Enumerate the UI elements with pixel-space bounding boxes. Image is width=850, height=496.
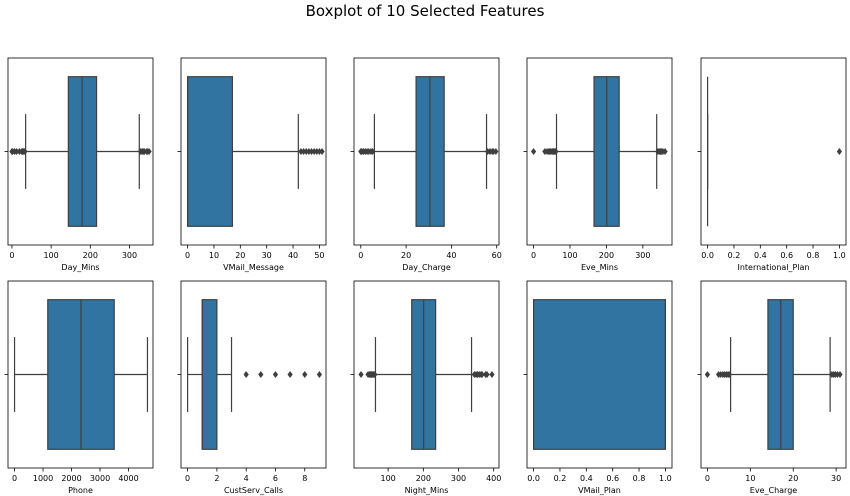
x-tick-label: 300	[635, 251, 650, 260]
x-axis-label: VMail_Plan	[578, 486, 621, 495]
x-tick-label: 0	[531, 251, 536, 260]
iqr-box	[186, 76, 234, 227]
x-axis-label: International_Plan	[737, 263, 809, 272]
iqr-box	[532, 299, 667, 450]
x-tick-label: 0.4	[754, 251, 767, 260]
outlier-point	[369, 148, 376, 155]
outlier-point	[837, 371, 843, 378]
x-tick-label: 10	[745, 474, 755, 483]
outlier-point	[22, 148, 28, 155]
x-axis-label: VMail_Message	[223, 263, 284, 272]
outlier-point	[493, 148, 499, 155]
x-tick-label: 0	[185, 251, 190, 260]
x-tick-label: 300	[122, 251, 137, 260]
outlier-point	[704, 371, 711, 378]
x-axis-label: Day_Mins	[61, 263, 99, 272]
outlier-point	[146, 148, 152, 155]
x-tick-label: 0.8	[807, 251, 820, 260]
outlier-point	[484, 371, 490, 378]
x-tick-label: 50	[314, 251, 324, 260]
x-tick-label: 0	[358, 251, 363, 260]
x-tick-label: 60	[492, 251, 502, 260]
x-tick-label: 3000	[90, 474, 110, 483]
outlier-point	[316, 371, 323, 378]
outlier-point	[319, 148, 325, 155]
outlier-point	[243, 371, 249, 378]
x-tick-label: 100	[43, 251, 58, 260]
chart-title: Boxplot of 10 Selected Features	[305, 2, 545, 20]
outlier-point	[836, 148, 843, 155]
x-tick-label: 6	[273, 474, 278, 483]
outlier-point	[302, 371, 308, 378]
x-tick-label: 40	[446, 251, 456, 260]
x-tick-label: 40	[288, 251, 298, 260]
x-tick-label: 100	[380, 474, 395, 483]
outlier-point	[479, 371, 485, 378]
outlier-point	[372, 371, 378, 378]
x-axis-label: Eve_Charge	[750, 486, 797, 495]
iqr-box	[201, 299, 218, 450]
outlier-point	[553, 148, 559, 155]
x-tick-label: 300	[451, 474, 466, 483]
x-tick-label: 0.6	[780, 251, 793, 260]
x-tick-label: 0	[705, 474, 710, 483]
axes-frame	[700, 57, 847, 246]
outlier-point	[530, 148, 537, 155]
x-tick-label: 8	[302, 474, 307, 483]
x-tick-label: 0	[9, 251, 14, 260]
x-tick-label: 0.0	[701, 251, 714, 260]
x-tick-label: 20	[401, 251, 411, 260]
x-tick-label: 20	[788, 474, 798, 483]
x-tick-label: 30	[262, 251, 272, 260]
x-tick-label: 1000	[33, 474, 53, 483]
x-tick-label: 200	[416, 474, 431, 483]
outlier-point	[287, 371, 293, 378]
x-tick-label: 0.4	[580, 474, 593, 483]
outlier-point	[726, 371, 732, 378]
x-tick-label: 200	[83, 251, 98, 260]
x-tick-label: 200	[599, 251, 614, 260]
x-tick-label: 20	[235, 251, 245, 260]
x-tick-label: 1.0	[659, 474, 672, 483]
x-tick-label: 1.0	[833, 251, 846, 260]
x-tick-label: 0.2	[554, 474, 567, 483]
x-tick-label: 0.2	[728, 251, 741, 260]
x-tick-label: 0.8	[633, 474, 646, 483]
x-tick-label: 4	[244, 474, 249, 483]
x-tick-label: 400	[486, 474, 501, 483]
x-tick-label: 0	[185, 474, 190, 483]
x-axis-label: Phone	[68, 486, 93, 495]
outlier-point	[489, 371, 495, 378]
x-tick-label: 30	[831, 474, 841, 483]
x-axis-label: CustServ_Calls	[224, 486, 283, 495]
x-tick-label: 4000	[118, 474, 138, 483]
x-tick-label: 0	[12, 474, 17, 483]
x-tick-label: 2	[214, 474, 219, 483]
outlier-point	[662, 148, 668, 155]
outlier-point	[272, 371, 279, 378]
outlier-point	[358, 371, 364, 378]
x-tick-label: 10	[209, 251, 219, 260]
x-tick-label: 100	[562, 251, 577, 260]
outlier-point	[258, 371, 264, 378]
x-axis-label: Day_Charge	[402, 263, 451, 272]
x-axis-label: Eve_Mins	[581, 263, 618, 272]
x-axis-label: Night_Mins	[405, 486, 449, 495]
x-tick-label: 0.6	[606, 474, 619, 483]
x-tick-label: 0.0	[527, 474, 540, 483]
x-tick-label: 2000	[61, 474, 81, 483]
